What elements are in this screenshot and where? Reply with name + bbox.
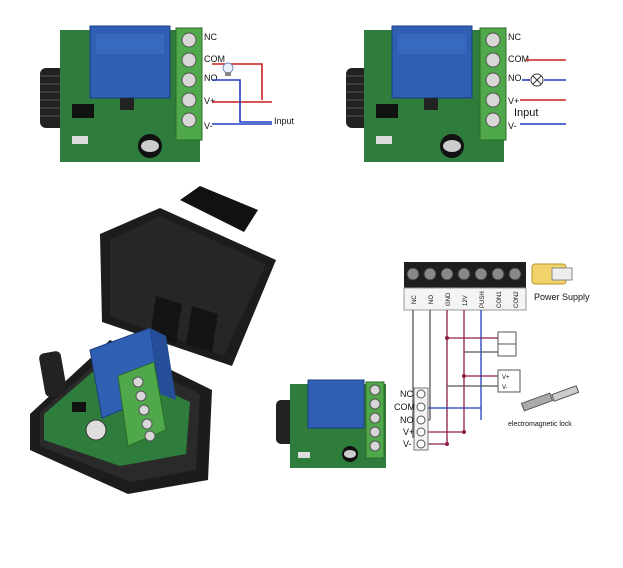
power-supply-label: Power Supply bbox=[534, 292, 590, 302]
terminal-label-vplus: V+ bbox=[204, 96, 215, 106]
terminal-label-vplus: V+ bbox=[508, 96, 519, 106]
module-terminal-vplus: V+ bbox=[403, 427, 414, 437]
terminal-label-vminus: V- bbox=[204, 121, 213, 131]
header-label-push: PUSH bbox=[480, 291, 486, 308]
lock-terminal-vminus: V- bbox=[502, 385, 508, 391]
lock-terminal-box bbox=[497, 369, 521, 393]
terminal-label-vminus: V- bbox=[508, 121, 517, 131]
button bbox=[72, 136, 88, 144]
module-terminal-no: NO bbox=[400, 415, 414, 425]
terminal-label-com: COM bbox=[204, 54, 225, 64]
terminal-label-no: NO bbox=[508, 73, 522, 83]
terminal-label-no: NO bbox=[204, 73, 218, 83]
light-bulb-icon bbox=[222, 62, 234, 76]
enclosure-clip bbox=[180, 186, 258, 232]
lamp-icon bbox=[530, 73, 544, 87]
chip bbox=[72, 104, 94, 118]
header-label-con1: CON1 bbox=[497, 291, 503, 308]
header-label-gnd: GND bbox=[446, 292, 452, 306]
button bbox=[376, 136, 392, 144]
chip bbox=[376, 104, 398, 118]
header-label-con2: CON2 bbox=[514, 291, 520, 308]
electromagnetic-lock-icon bbox=[520, 385, 580, 412]
access-control-wiring-panel: NC NO GND 12V PUSH CON1 CON2 Power Suppl… bbox=[276, 262, 590, 468]
header-label-nc: NC bbox=[412, 295, 418, 304]
lock-terminal-vplus: V+ bbox=[502, 375, 510, 381]
terminal-label-nc: NC bbox=[508, 32, 521, 42]
input-label: Input bbox=[274, 116, 295, 126]
top-left-wiring-panel: NC COM NO V+ V- Input bbox=[40, 25, 295, 162]
power-supply-icon bbox=[531, 263, 573, 285]
terminal-label-com: COM bbox=[508, 54, 529, 64]
header-label-no: NO bbox=[429, 295, 435, 304]
header-label-12v: 12V bbox=[463, 295, 469, 306]
enclosure-photo bbox=[30, 186, 276, 494]
input-label: Input bbox=[514, 107, 538, 119]
module-terminal-nc: NC bbox=[400, 389, 413, 399]
capacitor bbox=[85, 419, 107, 441]
antenna-coil bbox=[39, 351, 67, 397]
terminal-label-nc: NC bbox=[204, 32, 217, 42]
terminal-block bbox=[117, 361, 167, 447]
module-terminal-com: COM bbox=[394, 402, 415, 412]
electromagnetic-lock-label: electromagnetic lock bbox=[508, 421, 572, 428]
relay-module bbox=[307, 379, 365, 429]
top-right-wiring-panel: NC COM NO V+ V- Input bbox=[346, 25, 566, 162]
module-terminal-vminus: V- bbox=[403, 439, 412, 449]
